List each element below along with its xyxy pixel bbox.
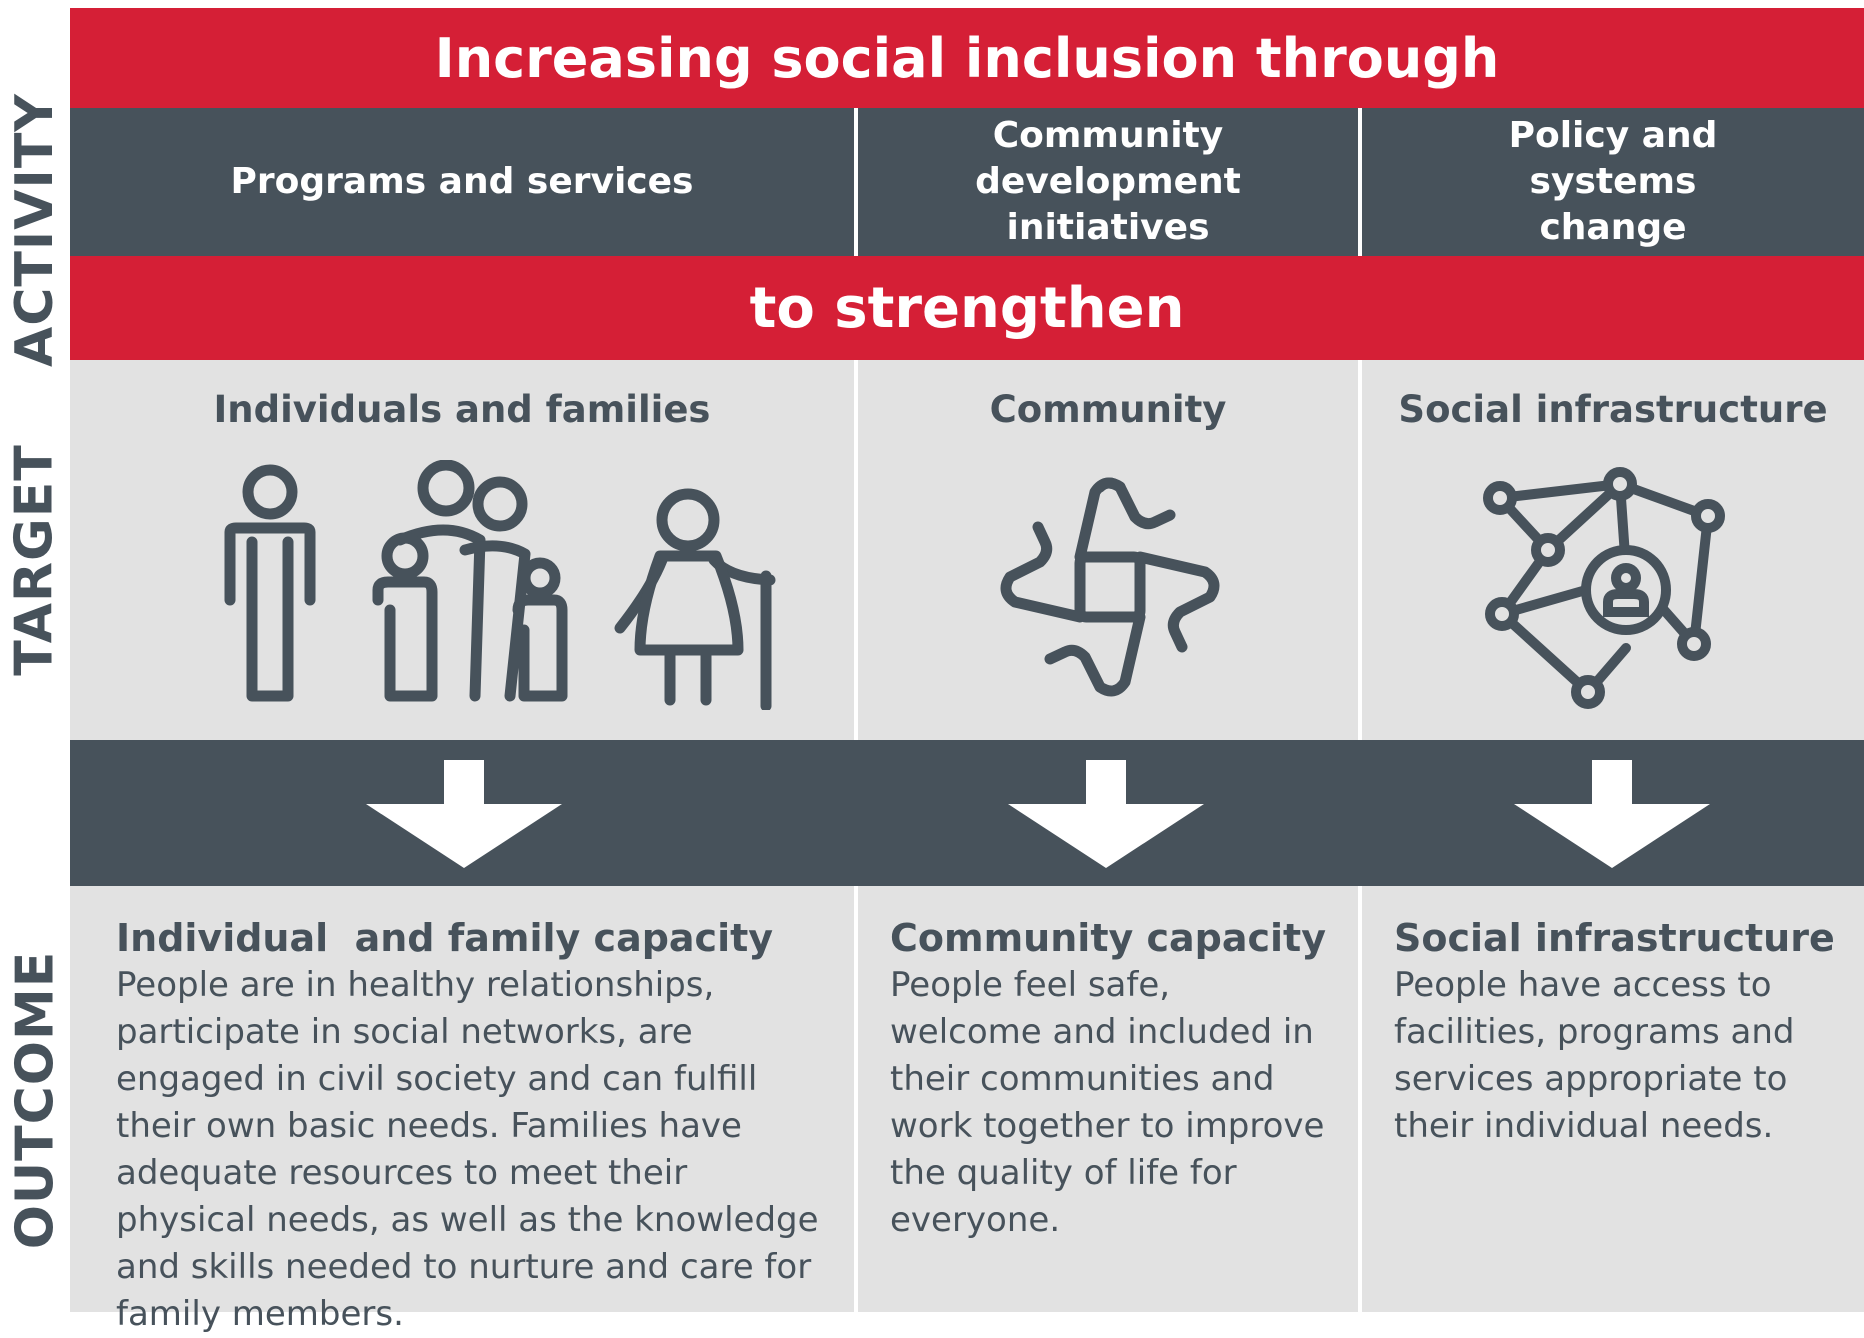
activity-divider-2 bbox=[1358, 108, 1362, 256]
target-title-individuals: Individuals and families bbox=[213, 388, 711, 431]
down-arrow-icon-2 bbox=[1008, 760, 1204, 870]
activity-programs: Programs and services bbox=[230, 161, 694, 202]
target-title-community: Community bbox=[989, 388, 1227, 431]
outcome-cell-individual bbox=[70, 886, 854, 1312]
strengthen-label: to strengthen bbox=[749, 275, 1185, 341]
outcome-body: People have access to facilities, progra… bbox=[1394, 965, 1795, 1146]
outcome-title: Individual and family capacity bbox=[116, 916, 774, 960]
outcome-body: People feel safe, welcome and included i… bbox=[890, 965, 1325, 1240]
family-icon bbox=[210, 460, 780, 710]
down-arrow-icon-1 bbox=[366, 760, 562, 870]
activity-community-development: Community development initiatives bbox=[975, 115, 1241, 248]
outcome-title: Social infrastructure bbox=[1394, 916, 1835, 960]
target-side-label: TARGET bbox=[5, 444, 65, 676]
activity-row bbox=[70, 108, 1864, 256]
strengthen-bar: to strengthen bbox=[70, 256, 1864, 360]
outcome-side-label: OUTCOME bbox=[5, 950, 66, 1250]
outcome-body: People are in healthy relationships, par… bbox=[116, 965, 819, 1334]
joined-hands-icon bbox=[990, 472, 1230, 702]
header-bar: Increasing social inclusion through bbox=[70, 8, 1864, 108]
header-title: Increasing social inclusion through bbox=[434, 26, 1500, 90]
outcome-individual: Individual and family capacity People ar… bbox=[116, 914, 836, 1338]
outcome-community: Community capacity People feel safe, wel… bbox=[890, 914, 1330, 1244]
target-title-social-infrastructure: Social infrastructure bbox=[1398, 388, 1828, 431]
network-person-icon bbox=[1478, 460, 1738, 720]
outcome-social-infrastructure: Social infrastructure People have access… bbox=[1394, 914, 1835, 1150]
activity-side-label: ACTIVITY bbox=[5, 93, 66, 367]
outcome-cell-social-infrastructure bbox=[1362, 886, 1864, 1312]
outcome-cell-community bbox=[858, 886, 1358, 1312]
activity-divider-1 bbox=[854, 108, 858, 256]
target-cell-community bbox=[858, 360, 1358, 740]
down-arrow-icon-3 bbox=[1514, 760, 1710, 870]
outcome-title: Community capacity bbox=[890, 916, 1326, 960]
activity-policy-systems: Policy and systems change bbox=[1508, 115, 1718, 248]
